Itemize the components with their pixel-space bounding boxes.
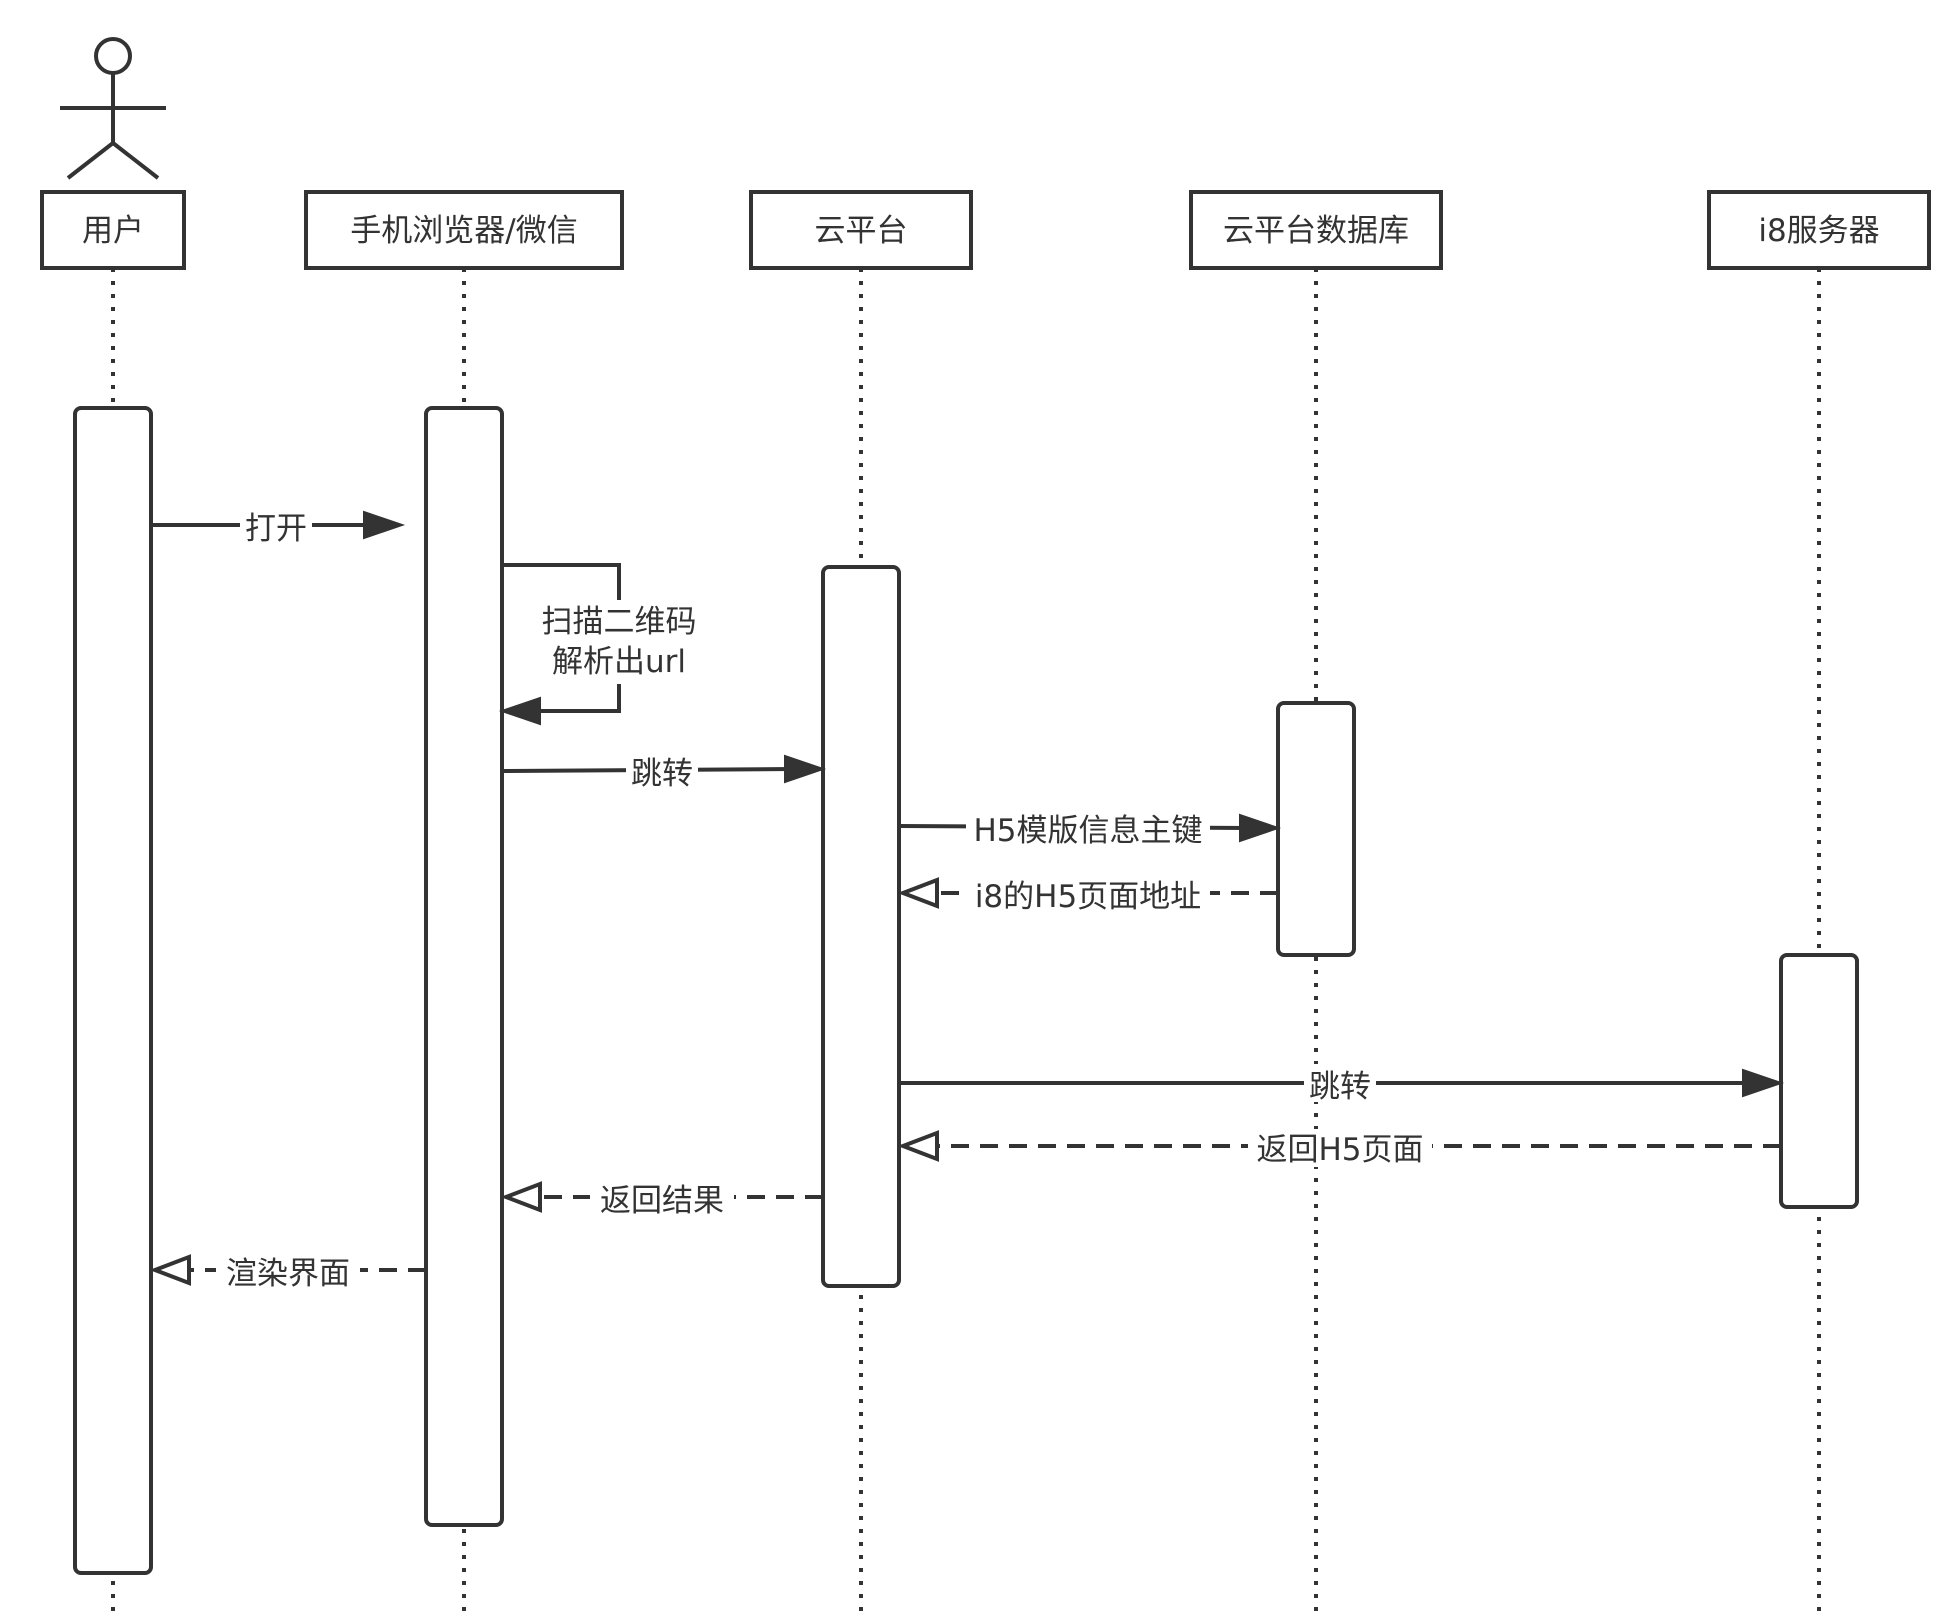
participant-label: 用户	[82, 213, 144, 249]
message-primary-key: H5模版信息主键	[898, 810, 1282, 849]
message-label-line-2: 解析出url	[552, 644, 686, 680]
activation-cloud	[821, 565, 901, 1288]
activation-browser	[424, 406, 504, 1527]
arrowhead-open	[897, 1130, 939, 1162]
message-page-address: i8的H5页面地址	[897, 876, 1278, 915]
message-scan: 扫描二维码 解析出url	[498, 563, 706, 726]
message-label: H5模版信息主键	[973, 813, 1202, 849]
message-label: 返回H5页面	[1256, 1132, 1423, 1168]
message-render: 渲染界面	[149, 1253, 426, 1292]
message-label: 跳转	[1309, 1069, 1371, 1105]
participant-browser: 手机浏览器/微信	[304, 190, 624, 270]
arrowhead-open	[897, 877, 939, 909]
message-jump-i8: 跳转	[899, 1064, 1785, 1105]
participant-label: 云平台	[815, 213, 908, 249]
arrowhead-solid	[363, 510, 406, 540]
participant-cloud: 云平台	[749, 190, 973, 270]
message-open: 打开	[151, 506, 406, 547]
actor-figure	[60, 37, 166, 180]
participant-db: 云平台数据库	[1189, 190, 1443, 270]
participant-i8: i8服务器	[1707, 190, 1931, 270]
message-jump-cloud: 跳转	[501, 752, 827, 792]
participant-label: 云平台数据库	[1223, 213, 1409, 249]
arrowhead-solid	[1239, 813, 1282, 843]
message-return-result: 返回结果	[500, 1180, 823, 1219]
arrowhead-open	[500, 1181, 542, 1213]
message-label: 跳转	[631, 756, 693, 792]
message-label: 返回结果	[600, 1183, 724, 1219]
arrowhead-solid	[784, 754, 827, 784]
activation-i8	[1779, 953, 1859, 1209]
participant-label: 手机浏览器/微信	[350, 213, 577, 249]
activation-db	[1276, 701, 1356, 957]
message-label: 打开	[245, 511, 307, 547]
participant-label: i8服务器	[1758, 213, 1879, 249]
message-label: i8的H5页面地址	[975, 879, 1201, 915]
message-label-line-1: 扫描二维码	[542, 604, 697, 640]
participant-user: 用户	[40, 190, 186, 270]
lifelines	[111, 268, 1821, 1620]
arrowhead-solid	[1742, 1068, 1785, 1098]
activation-user	[73, 406, 153, 1575]
message-return-h5: 返回H5页面	[897, 1129, 1781, 1168]
arrowhead-open	[149, 1254, 191, 1286]
activations	[73, 406, 1859, 1575]
messages: 打开 扫描二维码 解析出url 跳转 H5模版信息主键	[149, 506, 1785, 1292]
message-label: 渲染界面	[226, 1256, 350, 1292]
arrowhead-solid	[498, 696, 541, 726]
